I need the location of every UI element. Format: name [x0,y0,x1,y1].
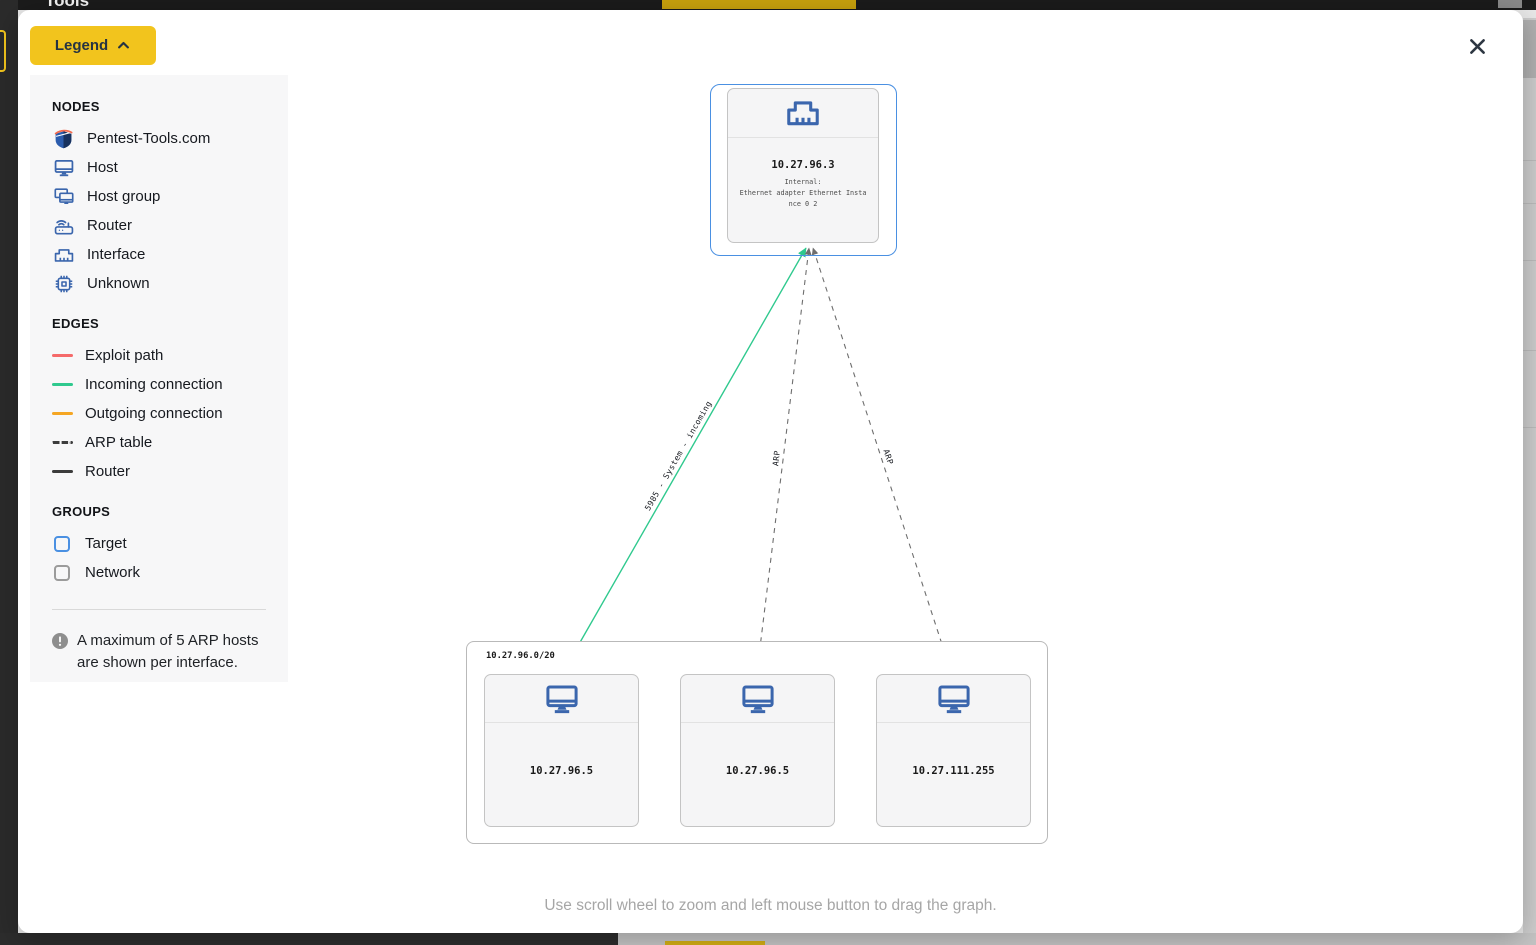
legend-edge-incoming: Incoming connection [52,370,268,399]
interface-detail-line: Ethernet adapter Ethernet Insta [739,189,867,197]
legend-nodes-header: NODES [52,99,100,114]
interface-detail-line: nce 0 2 [788,200,818,208]
legend-item-label: Outgoing connection [85,405,223,422]
legend-item-label: Network [85,564,141,581]
legend-edge-exploit-path: Exploit path [52,341,268,370]
legend-item-label: Unknown [87,275,150,292]
interface-node-ip: 10.27.96.3 [771,159,835,171]
background-bottom-dark-bar [0,933,618,945]
legend-item-label: Target [85,535,127,552]
host-node-ip: 10.27.111.255 [912,765,995,777]
background-sidebar-strip [0,0,18,945]
edge-label-arp-2: ARP [881,448,894,466]
edge-arp-1[interactable] [756,247,812,673]
legend-item-host: Host [52,153,268,182]
host-node-icon-section [681,675,834,723]
chevron-up-icon [116,38,131,53]
arp-table-line-swatch [52,441,73,444]
legend-item-pentest-tools: Pentest-Tools.com [52,124,268,153]
legend-panel: NODES Pentest-Tools.com [30,75,288,682]
legend-item-label: Pentest-Tools.com [87,130,211,147]
router-icon [52,214,75,237]
graph-usage-hint: Use scroll wheel to zoom and left mouse … [544,897,997,914]
interface-node-details: Internal: Ethernet adapter Ethernet Inst… [728,177,878,210]
interface-detail-line: Internal: [784,178,822,186]
legend-groups-header: GROUPS [52,504,111,519]
network-graph-modal: 5985 - System - incoming ARP ARP Legend … [18,10,1523,933]
interface-node[interactable]: 10.27.96.3 Internal: Ethernet adapter Et… [727,88,879,243]
legend-item-label: Interface [87,246,146,263]
legend-item-label: Host group [87,188,161,205]
scroll-strip-line [1523,260,1536,261]
legend-item-label: Router [87,217,133,234]
host-node-3[interactable]: 10.27.111.255 [876,674,1031,827]
legend-item-interface: Interface [52,240,268,269]
host-node-icon-section [485,675,638,723]
edge-incoming-connection[interactable] [562,247,807,673]
legend-item-router: Router [52,211,268,240]
scroll-strip-line [1523,160,1536,161]
host-node-2[interactable]: 10.27.96.5 [680,674,835,827]
legend-item-label: Host [87,159,118,176]
monitor-icon [542,681,582,717]
legend-item-label: Exploit path [85,347,164,364]
incoming-connection-line-swatch [52,383,73,386]
legend-button-label: Legend [54,37,109,54]
chip-icon [52,272,75,295]
network-group-label: 10.27.96.0/20 [486,651,555,661]
host-node-ip: 10.27.96.5 [725,765,790,777]
background-yellow-button-fragment [662,0,856,9]
legend-group-target: Target [52,529,268,558]
exploit-path-line-swatch [52,354,73,357]
host-node-icon-section [877,675,1030,723]
background-header-fragment [1498,0,1522,8]
arp-limit-note-text: A maximum of 5 ARP hosts are shown per i… [77,632,259,671]
target-group-outline [710,84,897,256]
background-bottom-gray-bar [618,933,1536,945]
host-group-icon [52,185,75,208]
edge-arp-2[interactable] [811,247,952,673]
legend-toggle-button[interactable]: Legend [30,26,156,65]
legend-item-label: Router [85,463,131,480]
background-bottom-yellow-fragment [665,941,765,945]
arp-limit-note: A maximum of 5 ARP hosts are shown per i… [52,630,264,674]
close-icon [1467,36,1488,57]
legend-item-unknown: Unknown [52,269,268,298]
monitor-icon [934,681,974,717]
scroll-strip-line [1523,427,1536,428]
legend-item-host-group: Host group [52,182,268,211]
legend-item-label: Incoming connection [85,376,223,393]
scroll-strip-line [1523,203,1536,204]
router-line-swatch [52,470,73,473]
monitor-icon [738,681,778,717]
legend-item-label: ARP table [85,434,153,451]
host-node-ip: 10.27.96.5 [529,765,594,777]
ethernet-interface-icon [784,97,822,129]
pentest-tools-logo-icon [52,127,75,150]
scroll-strip-line [1523,350,1536,351]
legend-group-network: Network [52,558,268,587]
background-page-title: Tools [45,0,90,10]
close-button[interactable] [1461,30,1493,62]
host-node-1[interactable]: 10.27.96.5 [484,674,639,827]
monitor-icon [52,156,75,179]
legend-edges-header: EDGES [52,316,100,331]
page-scrollbar[interactable] [1523,18,1536,933]
edge-label-incoming: 5985 - System - incoming [643,399,713,512]
legend-divider [52,609,266,610]
legend-edge-router: Router [52,457,268,486]
target-group-swatch [54,535,70,552]
outgoing-connection-line-swatch [52,412,73,415]
ethernet-interface-icon [52,243,75,266]
edge-label-arp-1: ARP [771,450,782,467]
background-sidebar-yellow-fragment [0,30,6,72]
legend-edge-outgoing: Outgoing connection [52,399,268,428]
page-scrollbar-thumb[interactable] [1523,20,1536,78]
info-icon [52,633,68,649]
interface-node-icon-section [728,89,878,138]
legend-edge-arp-table: ARP table [52,428,268,457]
network-group-swatch [54,564,70,581]
